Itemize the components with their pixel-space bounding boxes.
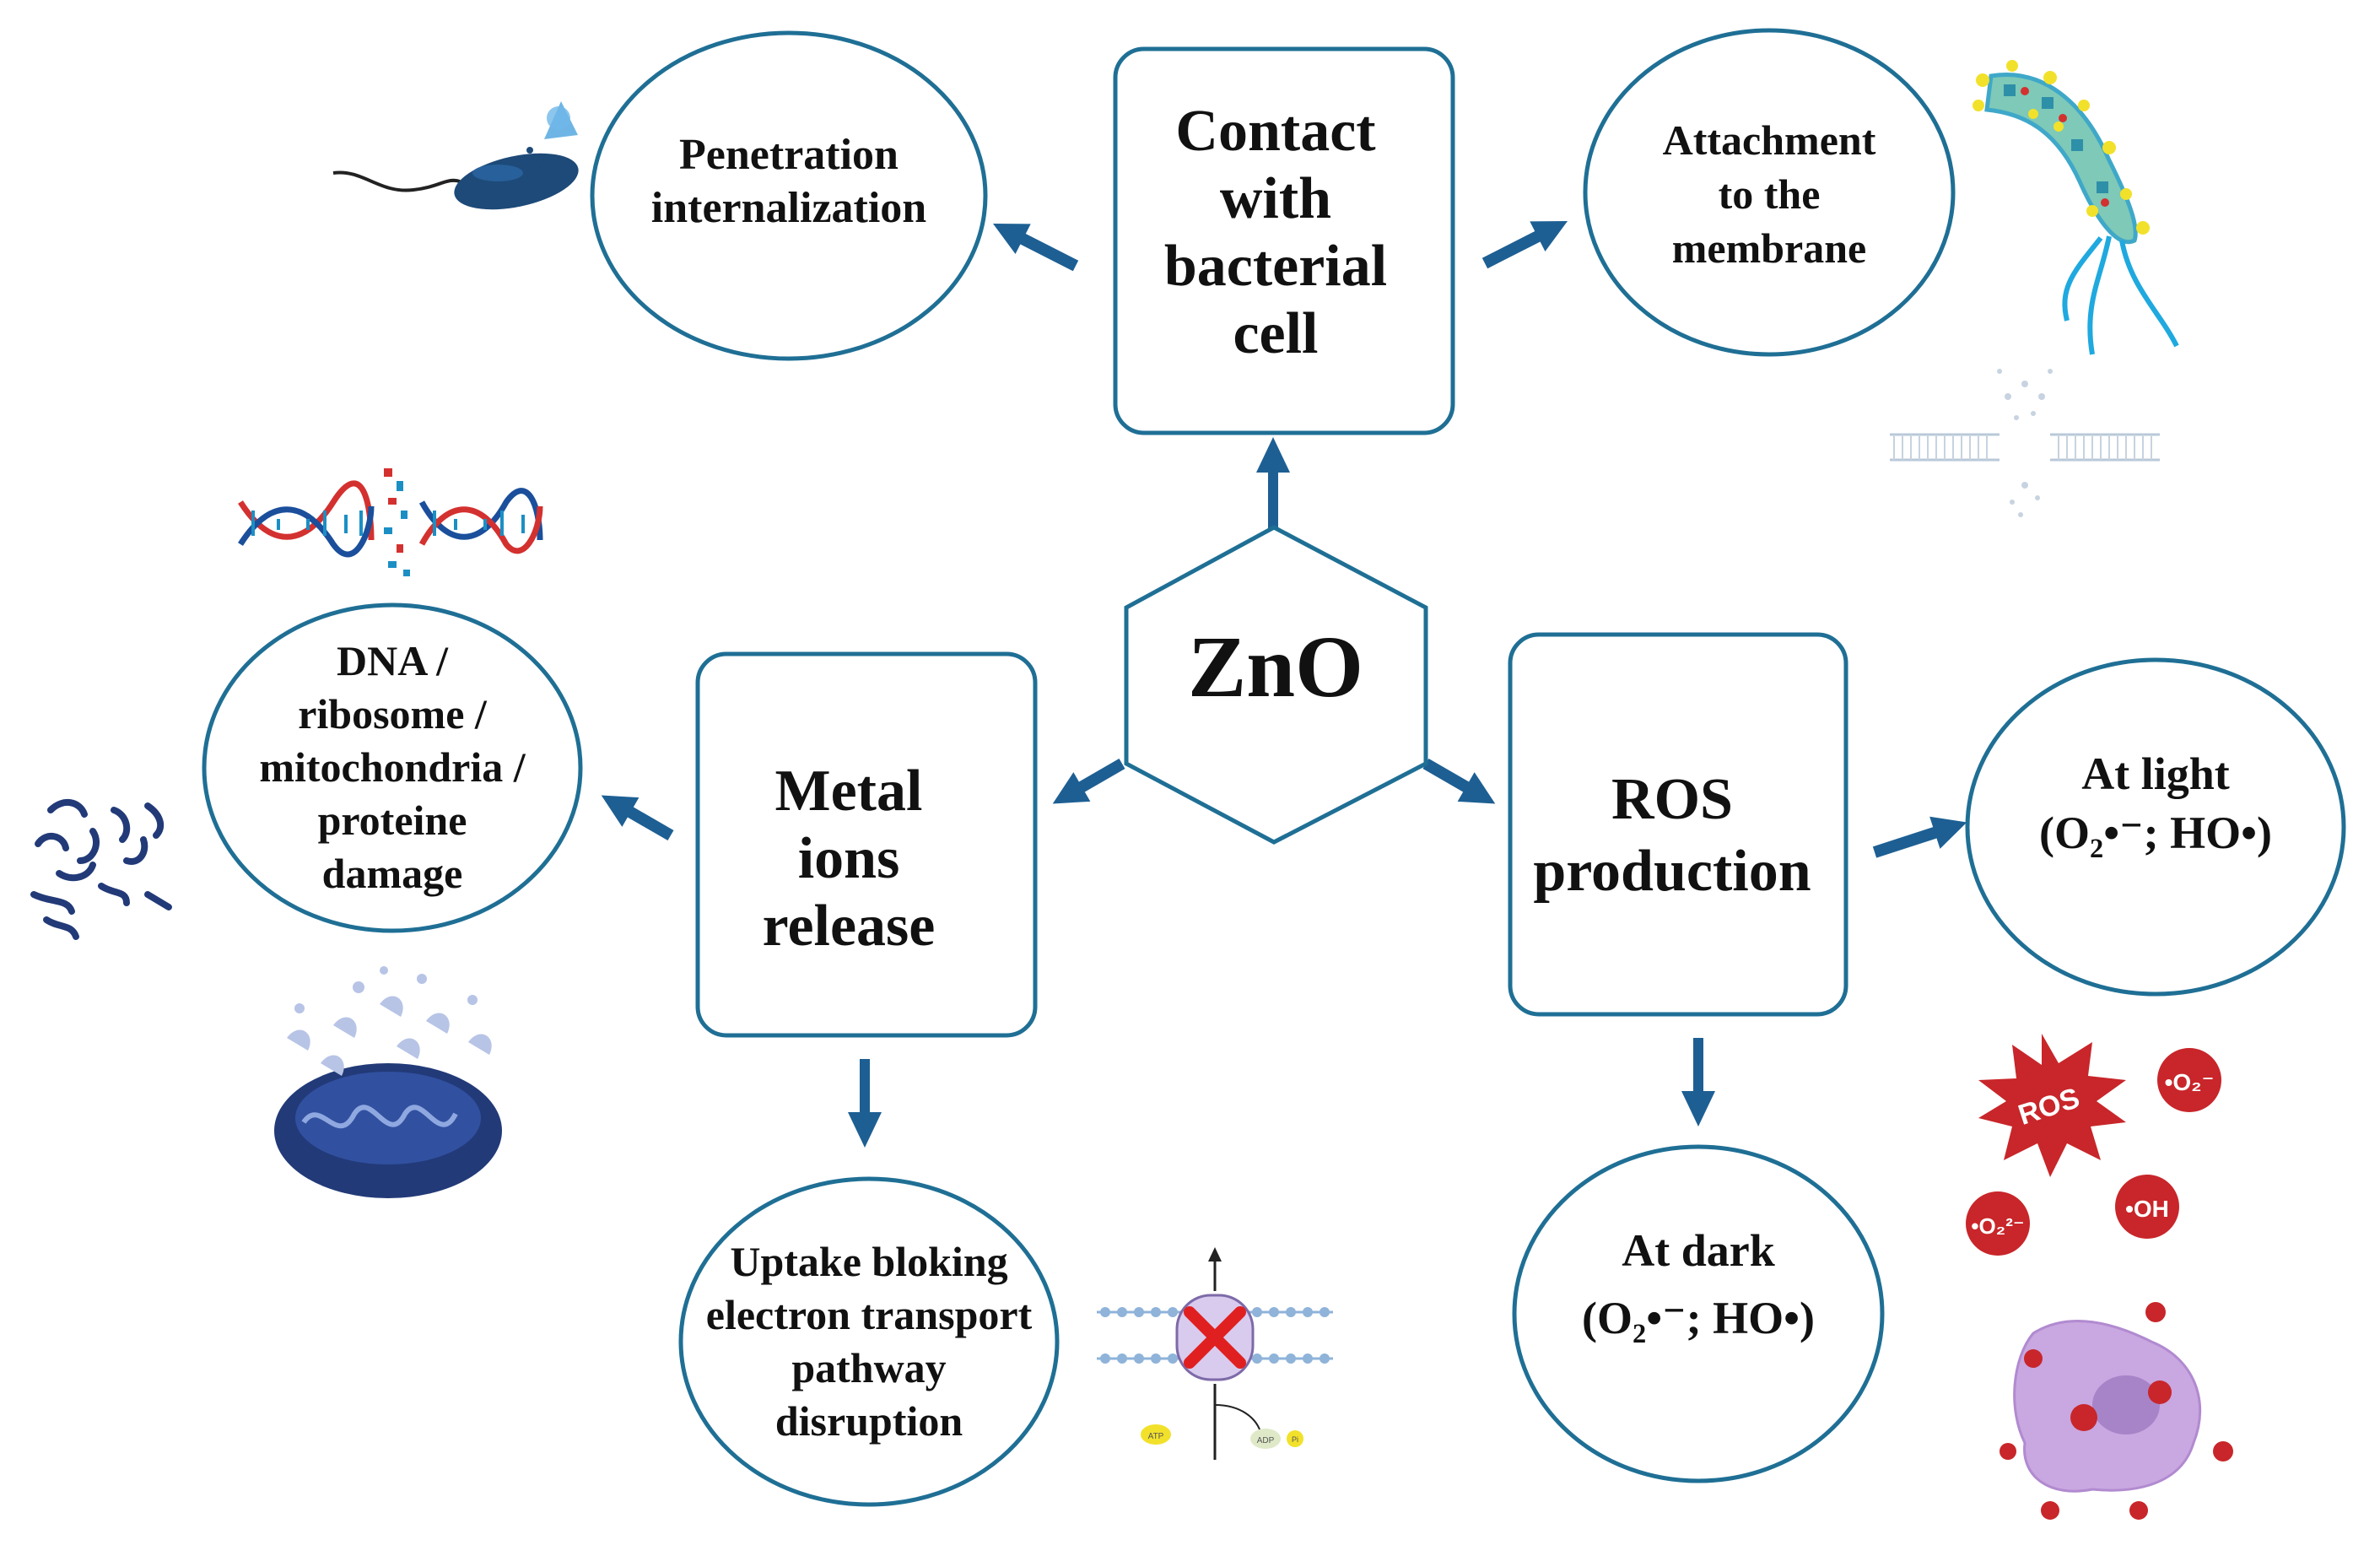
membrane-transport-block-icon: ATP ADP Pi: [1097, 1247, 1333, 1460]
metal-line-1: Metal: [775, 759, 923, 824]
arrow-zno-to-ros: [1422, 758, 1496, 804]
attachment-line-3: membrane: [1672, 224, 1867, 272]
arrow-ros-to-light: [1872, 816, 1967, 858]
damage-line-5: damage: [322, 850, 463, 897]
damage-line-1: DNA /: [337, 637, 449, 684]
arrow-contact-to-attachment: [1481, 221, 1568, 269]
at-light-formula: (O₂•⁻; HO•): [2039, 808, 2272, 858]
penetration-line-2: internalization: [651, 184, 927, 232]
penetration-ellipse: Penetration internalization: [590, 30, 988, 361]
zno-hexagon: [1124, 525, 1428, 845]
hydroxyl-label: •OH: [2125, 1196, 2169, 1222]
contact-box: Contact with bacterial cell: [1113, 46, 1455, 435]
hydroxyl-radical-icon: •OH: [2115, 1175, 2179, 1239]
arrow-metal-to-damage: [601, 795, 674, 841]
at-light-title: At light: [2081, 748, 2230, 799]
zno-label: ZnO: [1188, 619, 1363, 716]
uptake-ellipse: Uptake bloking electron transport pathwa…: [678, 1176, 1060, 1507]
uptake-line-4: disruption: [775, 1397, 963, 1445]
damage-line-4: proteine: [318, 797, 467, 844]
peroxide-radical-icon: •O₂²⁻: [1966, 1191, 2030, 1256]
contact-line-1: Contact: [1175, 99, 1375, 164]
peroxide-label: •O₂²⁻: [1971, 1213, 2024, 1239]
arrow-zno-to-contact: [1256, 437, 1290, 532]
bacterium-penetration-icon: [332, 101, 579, 210]
ros-line-2: production: [1533, 839, 1811, 904]
at-light-ellipse: At light (O₂•⁻; HO•): [1965, 657, 2346, 997]
connector-arrows: [601, 221, 1967, 1148]
metal-line-2: ions: [798, 826, 900, 891]
pi-label: Pi: [1292, 1435, 1298, 1444]
attachment-line-1: Attachment: [1663, 116, 1876, 164]
arrow-ros-to-dark: [1681, 1038, 1715, 1126]
at-dark-formula: (O₂•⁻; HO•): [1582, 1293, 1815, 1343]
damage-line-3: mitochondria /: [259, 743, 526, 791]
ros-line-1: ROS: [1611, 767, 1733, 832]
mitochondrion-icon: [274, 966, 502, 1198]
uptake-line-3: pathway: [791, 1344, 946, 1391]
ribosome-fragments-icon: [30, 799, 172, 940]
ros-production-box: ROS production: [1508, 632, 1848, 1017]
bacterium-attachment-icon: [1973, 60, 2179, 355]
ros-burst-icon: ROS: [1978, 1034, 2126, 1177]
uptake-line-1: Uptake bloking: [730, 1238, 1007, 1285]
attachment-line-2: to the: [1719, 170, 1821, 218]
dna-break-icon: [238, 468, 543, 576]
metal-line-3: release: [763, 894, 936, 959]
damage-ellipse: DNA / ribosome / mitochondria / proteine…: [202, 602, 583, 933]
attachment-ellipse: Attachment to the membrane: [1583, 28, 1956, 357]
zno-node: ZnO: [1124, 525, 1428, 845]
arrow-metal-to-uptake: [848, 1059, 882, 1148]
arrow-zno-to-metal: [1052, 758, 1125, 804]
membrane-pore-icon: [1890, 369, 2160, 517]
adp-label: ADP: [1257, 1436, 1275, 1445]
penetration-line-1: Penetration: [679, 131, 899, 179]
superoxide-label: •O₂⁻: [2165, 1069, 2215, 1095]
arrow-contact-to-penetration: [992, 224, 1079, 272]
uptake-line-2: electron transport: [706, 1291, 1033, 1338]
contact-line-4: cell: [1233, 301, 1318, 366]
at-dark-ellipse: At dark (O₂•⁻; HO•): [1512, 1144, 1885, 1483]
metal-ions-box: Metal ions release: [695, 651, 1038, 1038]
damage-line-2: ribosome /: [298, 690, 488, 737]
contact-line-2: with: [1220, 166, 1331, 231]
contact-line-3: bacterial: [1164, 234, 1387, 299]
superoxide-radical-icon: •O₂⁻: [2157, 1048, 2221, 1112]
damaged-cell-icon: [2000, 1302, 2233, 1520]
atp-label: ATP: [1148, 1432, 1164, 1441]
at-dark-title: At dark: [1622, 1225, 1775, 1276]
